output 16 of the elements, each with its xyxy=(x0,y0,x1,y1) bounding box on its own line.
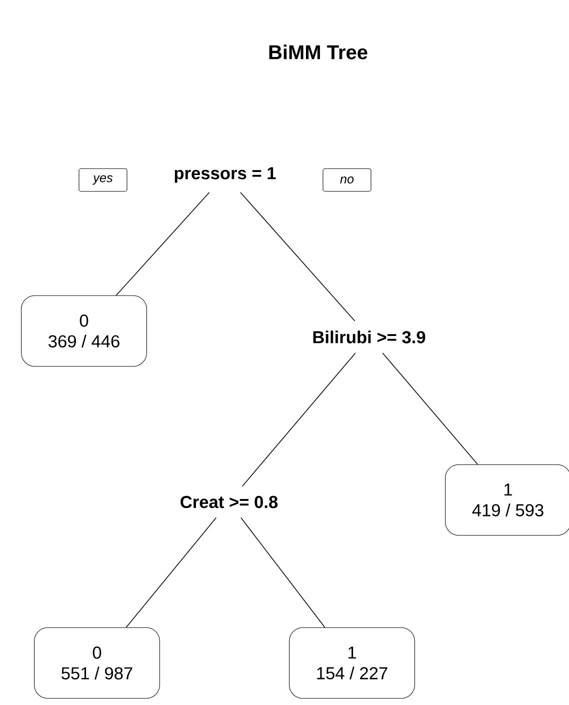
leaf-box: 1 419 / 593 xyxy=(445,464,569,536)
leaf-box: 1 154 / 227 xyxy=(289,627,415,699)
branch-line xyxy=(126,517,216,628)
leaf-box: 0 369 / 446 xyxy=(21,295,147,367)
branch-tag: no xyxy=(322,168,372,192)
branch-line xyxy=(382,352,478,465)
split-label: Bilirubi >= 3.9 xyxy=(313,330,426,344)
split-label: Creat >= 0.8 xyxy=(180,496,278,508)
branch-line xyxy=(116,192,210,296)
branch-tag: yes xyxy=(78,168,128,192)
split-label: pressors = 1 xyxy=(174,167,276,183)
branch-line xyxy=(240,192,356,322)
branch-line xyxy=(242,352,356,487)
branch-line xyxy=(240,517,326,628)
leaf-box: 0 551 / 987 xyxy=(34,627,160,699)
title: BiMM Tree xyxy=(269,44,368,60)
